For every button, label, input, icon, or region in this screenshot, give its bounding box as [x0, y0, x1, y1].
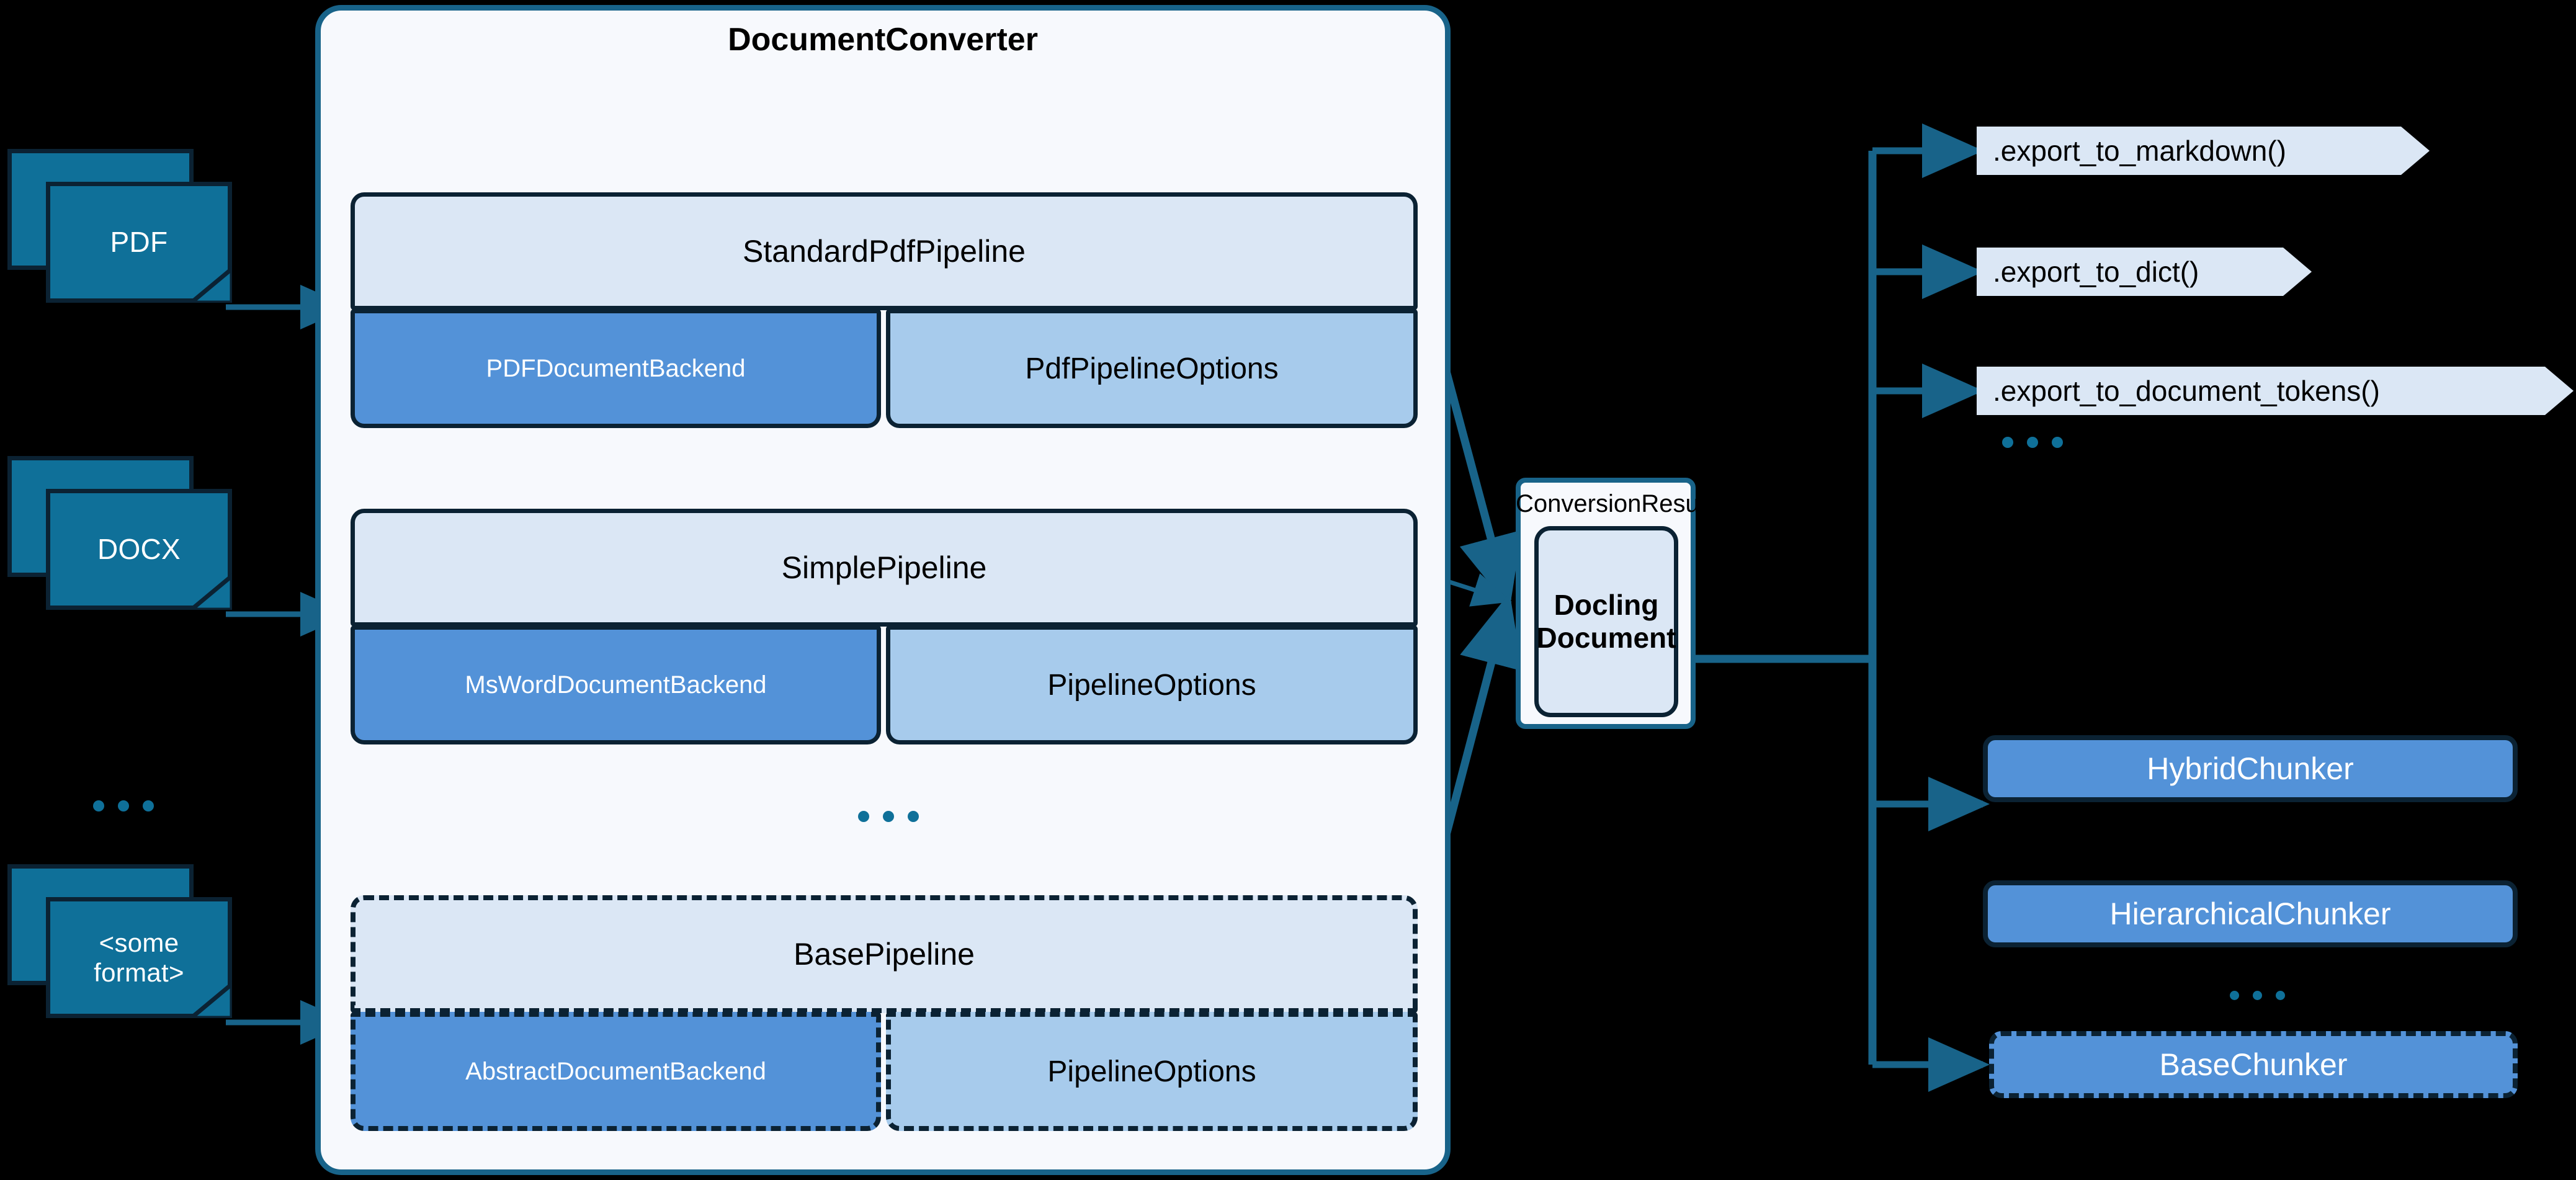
converter-ellipsis — [858, 811, 919, 822]
export-tag-export-to-document-tokens[interactable]: .export_to_document_tokens() — [1977, 367, 2574, 415]
export-tag-export-to-markdown[interactable]: .export_to_markdown() — [1977, 127, 2430, 175]
pipeline-header-simplepipeline[interactable]: SimplePipeline — [351, 509, 1418, 627]
input-ellipsis — [93, 800, 154, 811]
pipeline-header-standardpdfpipeline[interactable]: StandardPdfPipeline — [351, 192, 1418, 310]
backend-box-mswordocumentbackend[interactable]: MsWordDocumentBackend — [351, 625, 881, 744]
chunker-box-basechunker[interactable]: BaseChunker — [1989, 1031, 2518, 1098]
exports-ellipsis — [2002, 437, 2063, 448]
input-format-label: DOCX — [97, 532, 181, 565]
chunker-box-hierarchicalchunker[interactable]: HierarchicalChunker — [1983, 880, 2518, 947]
export-tag-export-to-dict[interactable]: .export_to_dict() — [1977, 248, 2312, 296]
backend-box-pdfdocumentbackend[interactable]: PDFDocumentBackend — [351, 309, 881, 428]
options-box-pipelineoptions-base[interactable]: PipelineOptions — [886, 1012, 1418, 1131]
chunker-box-hybridchunker[interactable]: HybridChunker — [1983, 735, 2518, 802]
options-box-pdfpipelineoptions[interactable]: PdfPipelineOptions — [886, 309, 1418, 428]
document-converter-title: DocumentConverter — [728, 22, 1038, 58]
conversion-result-title: ConversionResult — [1516, 490, 1712, 517]
input-format-label: PDF — [110, 225, 168, 258]
chunkers-ellipsis — [2230, 991, 2285, 1000]
backend-box-abstractdocumentbackend[interactable]: AbstractDocumentBackend — [351, 1012, 881, 1131]
pipeline-header-basepipeline[interactable]: BasePipeline — [351, 895, 1418, 1013]
input-document-docx[interactable]: DOCX — [7, 456, 238, 615]
options-box-pipelineoptions[interactable]: PipelineOptions — [886, 625, 1418, 744]
input-document-pdf[interactable]: PDF — [7, 149, 238, 308]
